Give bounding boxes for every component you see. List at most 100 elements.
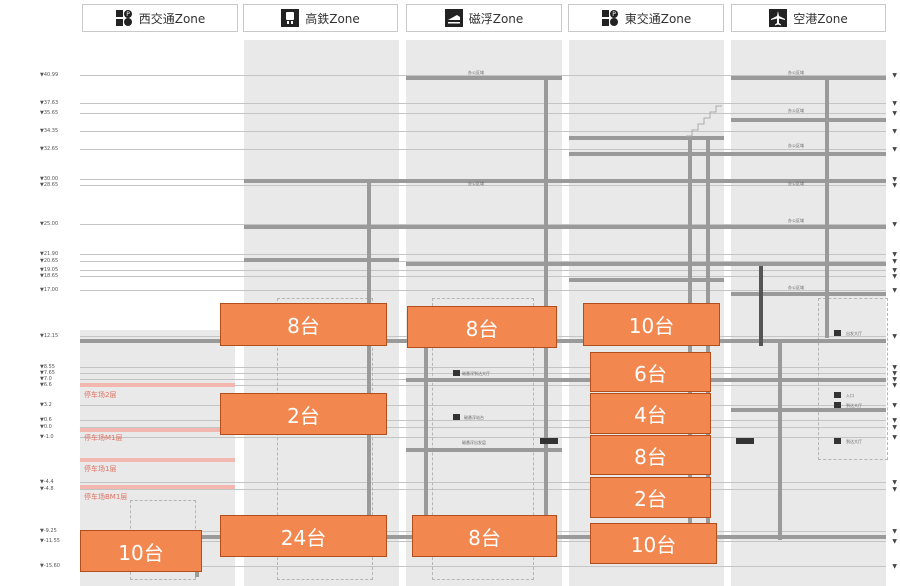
parking-floor-band (80, 458, 235, 462)
level-line (80, 254, 886, 255)
zone-label: 磁浮Zone (468, 11, 524, 26)
airport-label: 出发大厅 (846, 331, 862, 336)
level-marker-icon: ▼ (892, 528, 897, 535)
level-marker-icon: ▼ (892, 417, 897, 424)
level-line (80, 367, 886, 368)
level-line (80, 103, 886, 104)
zone-header-high-speed-rail: 高鉄Zone (243, 4, 398, 32)
level-label: ▼34.35 (40, 128, 59, 134)
vertical-core (424, 340, 428, 540)
maglev-label: 磁悬浮到达大厅 (462, 371, 490, 376)
floor-slab (406, 262, 886, 266)
maglev-label: 磁悬浮站台 (464, 415, 484, 420)
zone-label: 高鉄Zone (305, 11, 360, 26)
floor-slab (406, 76, 562, 80)
svg-text:P: P (126, 11, 130, 18)
zone-header-airport: 空港Zone (731, 4, 886, 32)
level-line (80, 276, 886, 277)
elevator-count-box: 8台 (407, 306, 557, 348)
level-marker-icon: ▼ (892, 146, 897, 153)
airport-label: 到达大厅 (846, 439, 862, 444)
floor-slab (244, 258, 399, 262)
level-label: ▼18.65 (40, 273, 59, 279)
area-label: 办公区域 (788, 181, 804, 186)
level-label: ▼6.6 (40, 382, 52, 388)
level-line (80, 420, 886, 421)
level-line (80, 149, 886, 150)
level-line (80, 489, 886, 490)
vertical-core (778, 340, 782, 540)
elevator-count-box: 10台 (583, 303, 720, 346)
floor-slab (569, 152, 886, 156)
level-marker-icon: ▼ (892, 376, 897, 383)
level-line (80, 185, 886, 186)
entrance-marker (453, 414, 460, 420)
level-label: ▼-15.60 (40, 563, 60, 569)
level-marker-icon: ▼ (892, 267, 897, 274)
level-marker-icon: ▼ (892, 182, 897, 189)
level-line (80, 427, 886, 428)
level-marker-icon: ▼ (892, 221, 897, 228)
floor-slab (569, 278, 724, 282)
entrance-marker (834, 392, 841, 398)
level-label: ▼30.00 (40, 176, 59, 182)
elevator-count-box: 6台 (590, 352, 711, 392)
floor-slab (569, 136, 724, 140)
level-label: ▼-9.25 (40, 528, 57, 534)
parking-bus-icon (540, 438, 558, 444)
zone-header-maglev: 磁浮Zone (406, 4, 562, 32)
level-line (80, 270, 886, 271)
zone-header-east-transport: P 東交通Zone (568, 4, 724, 32)
level-label: ▼0.0 (40, 424, 52, 430)
parking-bus-icon: P (601, 10, 618, 26)
level-label: ▼37.63 (40, 100, 59, 106)
svg-text:P: P (612, 11, 616, 18)
level-label: ▼40.99 (40, 72, 59, 78)
level-line (80, 113, 886, 114)
level-marker-icon: ▼ (892, 176, 897, 183)
floor-slab (731, 76, 886, 80)
vertical-core (825, 78, 829, 338)
parking-floor-band (80, 383, 235, 387)
level-line (80, 482, 886, 483)
entrance-marker (834, 330, 841, 336)
level-marker-icon: ▼ (892, 273, 897, 280)
floor-slab (244, 225, 886, 229)
area-label: 办公区域 (788, 108, 804, 113)
level-line (80, 437, 886, 438)
level-line (80, 405, 886, 406)
level-marker-icon: ▼ (892, 364, 897, 371)
level-marker-icon: ▼ (892, 110, 897, 117)
area-label: 办公区域 (788, 70, 804, 75)
level-label: ▼-4.8 (40, 486, 54, 492)
level-label: ▼-11.55 (40, 538, 60, 544)
vertical-core (759, 266, 763, 346)
level-label: ▼8.55 (40, 364, 55, 370)
elevator-count-box: 8台 (590, 435, 711, 475)
level-marker-icon: ▼ (892, 333, 897, 340)
level-marker-icon: ▼ (892, 287, 897, 294)
level-label: ▼25.00 (40, 221, 59, 227)
airplane-icon (769, 9, 788, 27)
level-line (80, 131, 886, 132)
area-label: 办公区域 (468, 70, 484, 75)
entrance-marker (453, 370, 460, 376)
parking-floor-band (80, 428, 235, 432)
level-label: ▼19.05 (40, 267, 59, 273)
floor-slab (731, 408, 886, 412)
elevator-count-box: 10台 (590, 523, 717, 564)
level-marker-icon: ▼ (892, 402, 897, 409)
level-marker-icon: ▼ (892, 128, 897, 135)
parking-bus-icon (736, 438, 754, 444)
maglev-label: 磁悬浮出发层 (462, 440, 486, 445)
level-label: ▼20.65 (40, 258, 59, 264)
level-marker-icon: ▼ (892, 370, 897, 377)
rail-dashed-enclosure (277, 298, 373, 580)
level-label: ▼28.65 (40, 182, 59, 188)
level-marker-icon: ▼ (892, 538, 897, 545)
level-label: ▼21.90 (40, 251, 59, 257)
level-line (80, 261, 886, 262)
level-marker-icon: ▼ (892, 382, 897, 389)
vertical-core (367, 179, 371, 539)
